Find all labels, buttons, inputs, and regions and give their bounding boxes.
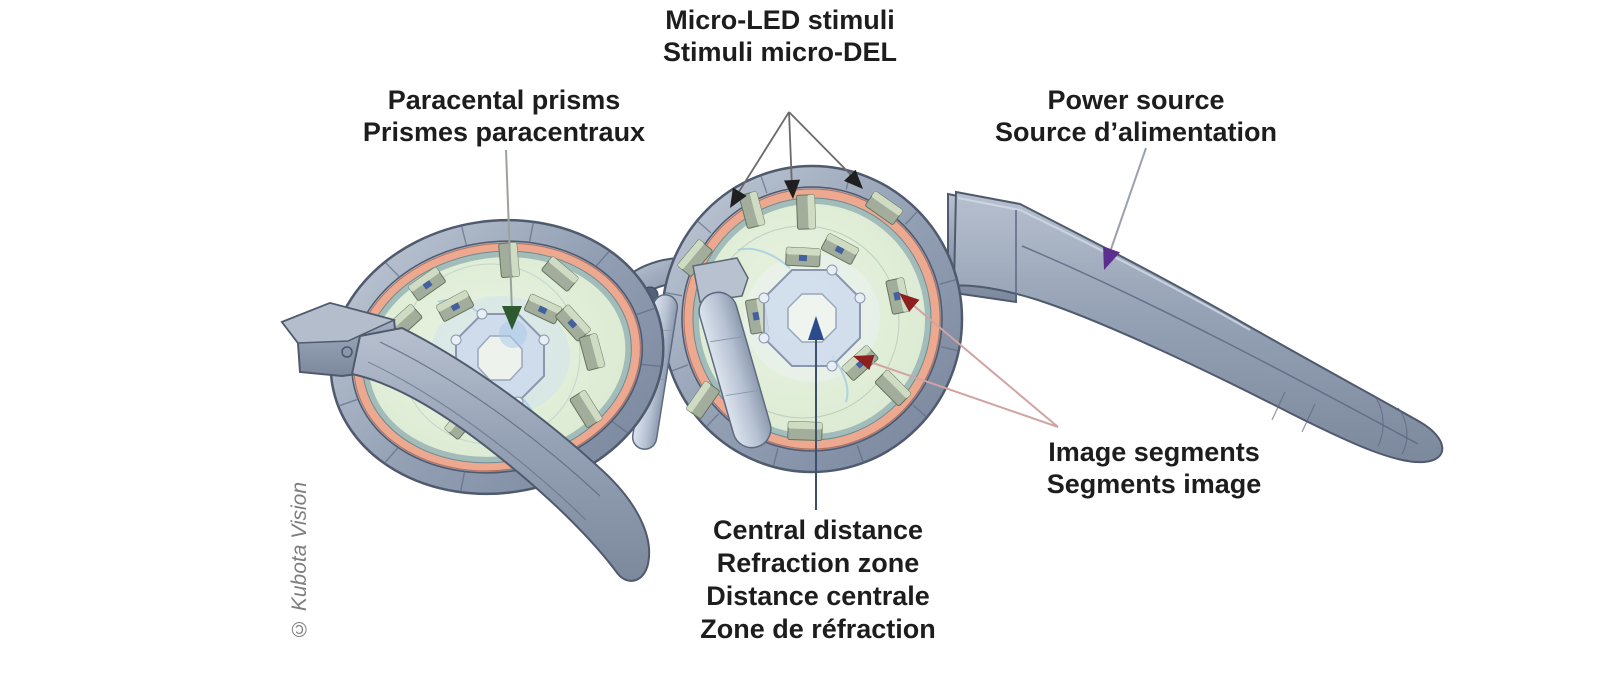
micro-led-block bbox=[820, 233, 860, 265]
label-line: Image segments bbox=[1048, 437, 1260, 467]
label-line: Power source bbox=[1047, 85, 1225, 115]
label-line: Source d’alimentation bbox=[994, 117, 1278, 147]
label-line: Zone de réfraction bbox=[700, 614, 936, 644]
label-line: Refraction zone bbox=[716, 548, 920, 578]
label-line: Paracental prisms bbox=[387, 85, 621, 115]
annotations bbox=[502, 111, 1147, 510]
micro-led-block bbox=[686, 381, 720, 419]
label-power-source: Power source Source d’alimentation bbox=[995, 84, 1277, 148]
label-line: Distance centrale bbox=[706, 581, 930, 611]
micro-led-block bbox=[841, 345, 879, 381]
label-line: Segments image bbox=[1046, 469, 1262, 499]
label-paracentral-prisms: Paracental prisms Prismes paracentraux bbox=[363, 84, 645, 148]
power-arrow bbox=[1103, 147, 1147, 270]
label-central-distance: Central distance Refraction zone Distanc… bbox=[700, 514, 936, 646]
label-micro-led-stimuli: Micro-LED stimuli Stimuli micro-DEL bbox=[663, 4, 897, 68]
label-line: Stimuli micro-DEL bbox=[662, 37, 898, 67]
micro-led-arrows bbox=[730, 111, 863, 208]
micro-led-block bbox=[874, 369, 912, 407]
micro-led-block bbox=[555, 304, 591, 342]
left-temple bbox=[280, 301, 651, 582]
paracentral-arrow bbox=[502, 149, 522, 330]
micro-led-block bbox=[408, 267, 446, 301]
micro-led-block bbox=[541, 256, 579, 292]
image-segments-arrows bbox=[853, 293, 1059, 428]
right-temple bbox=[947, 190, 1444, 464]
micro-led-block bbox=[569, 390, 603, 428]
micro-led-block bbox=[738, 191, 766, 229]
label-image-segments: Image segments Segments image bbox=[1047, 436, 1262, 500]
micro-led-block bbox=[795, 194, 817, 230]
micro-led-block bbox=[578, 333, 606, 371]
label-line: Central distance bbox=[712, 515, 924, 545]
label-line: Micro-LED stimuli bbox=[665, 5, 895, 35]
right-lens bbox=[660, 164, 964, 474]
micro-led-block bbox=[435, 290, 475, 322]
central-distance-arrow bbox=[808, 316, 824, 510]
credit-kubota-vision: © Kubota Vision bbox=[288, 481, 311, 640]
micro-led-block bbox=[785, 246, 821, 268]
micro-led-block bbox=[787, 420, 823, 442]
label-line: Prismes paracentraux bbox=[362, 117, 646, 147]
micro-led-block bbox=[865, 191, 903, 225]
